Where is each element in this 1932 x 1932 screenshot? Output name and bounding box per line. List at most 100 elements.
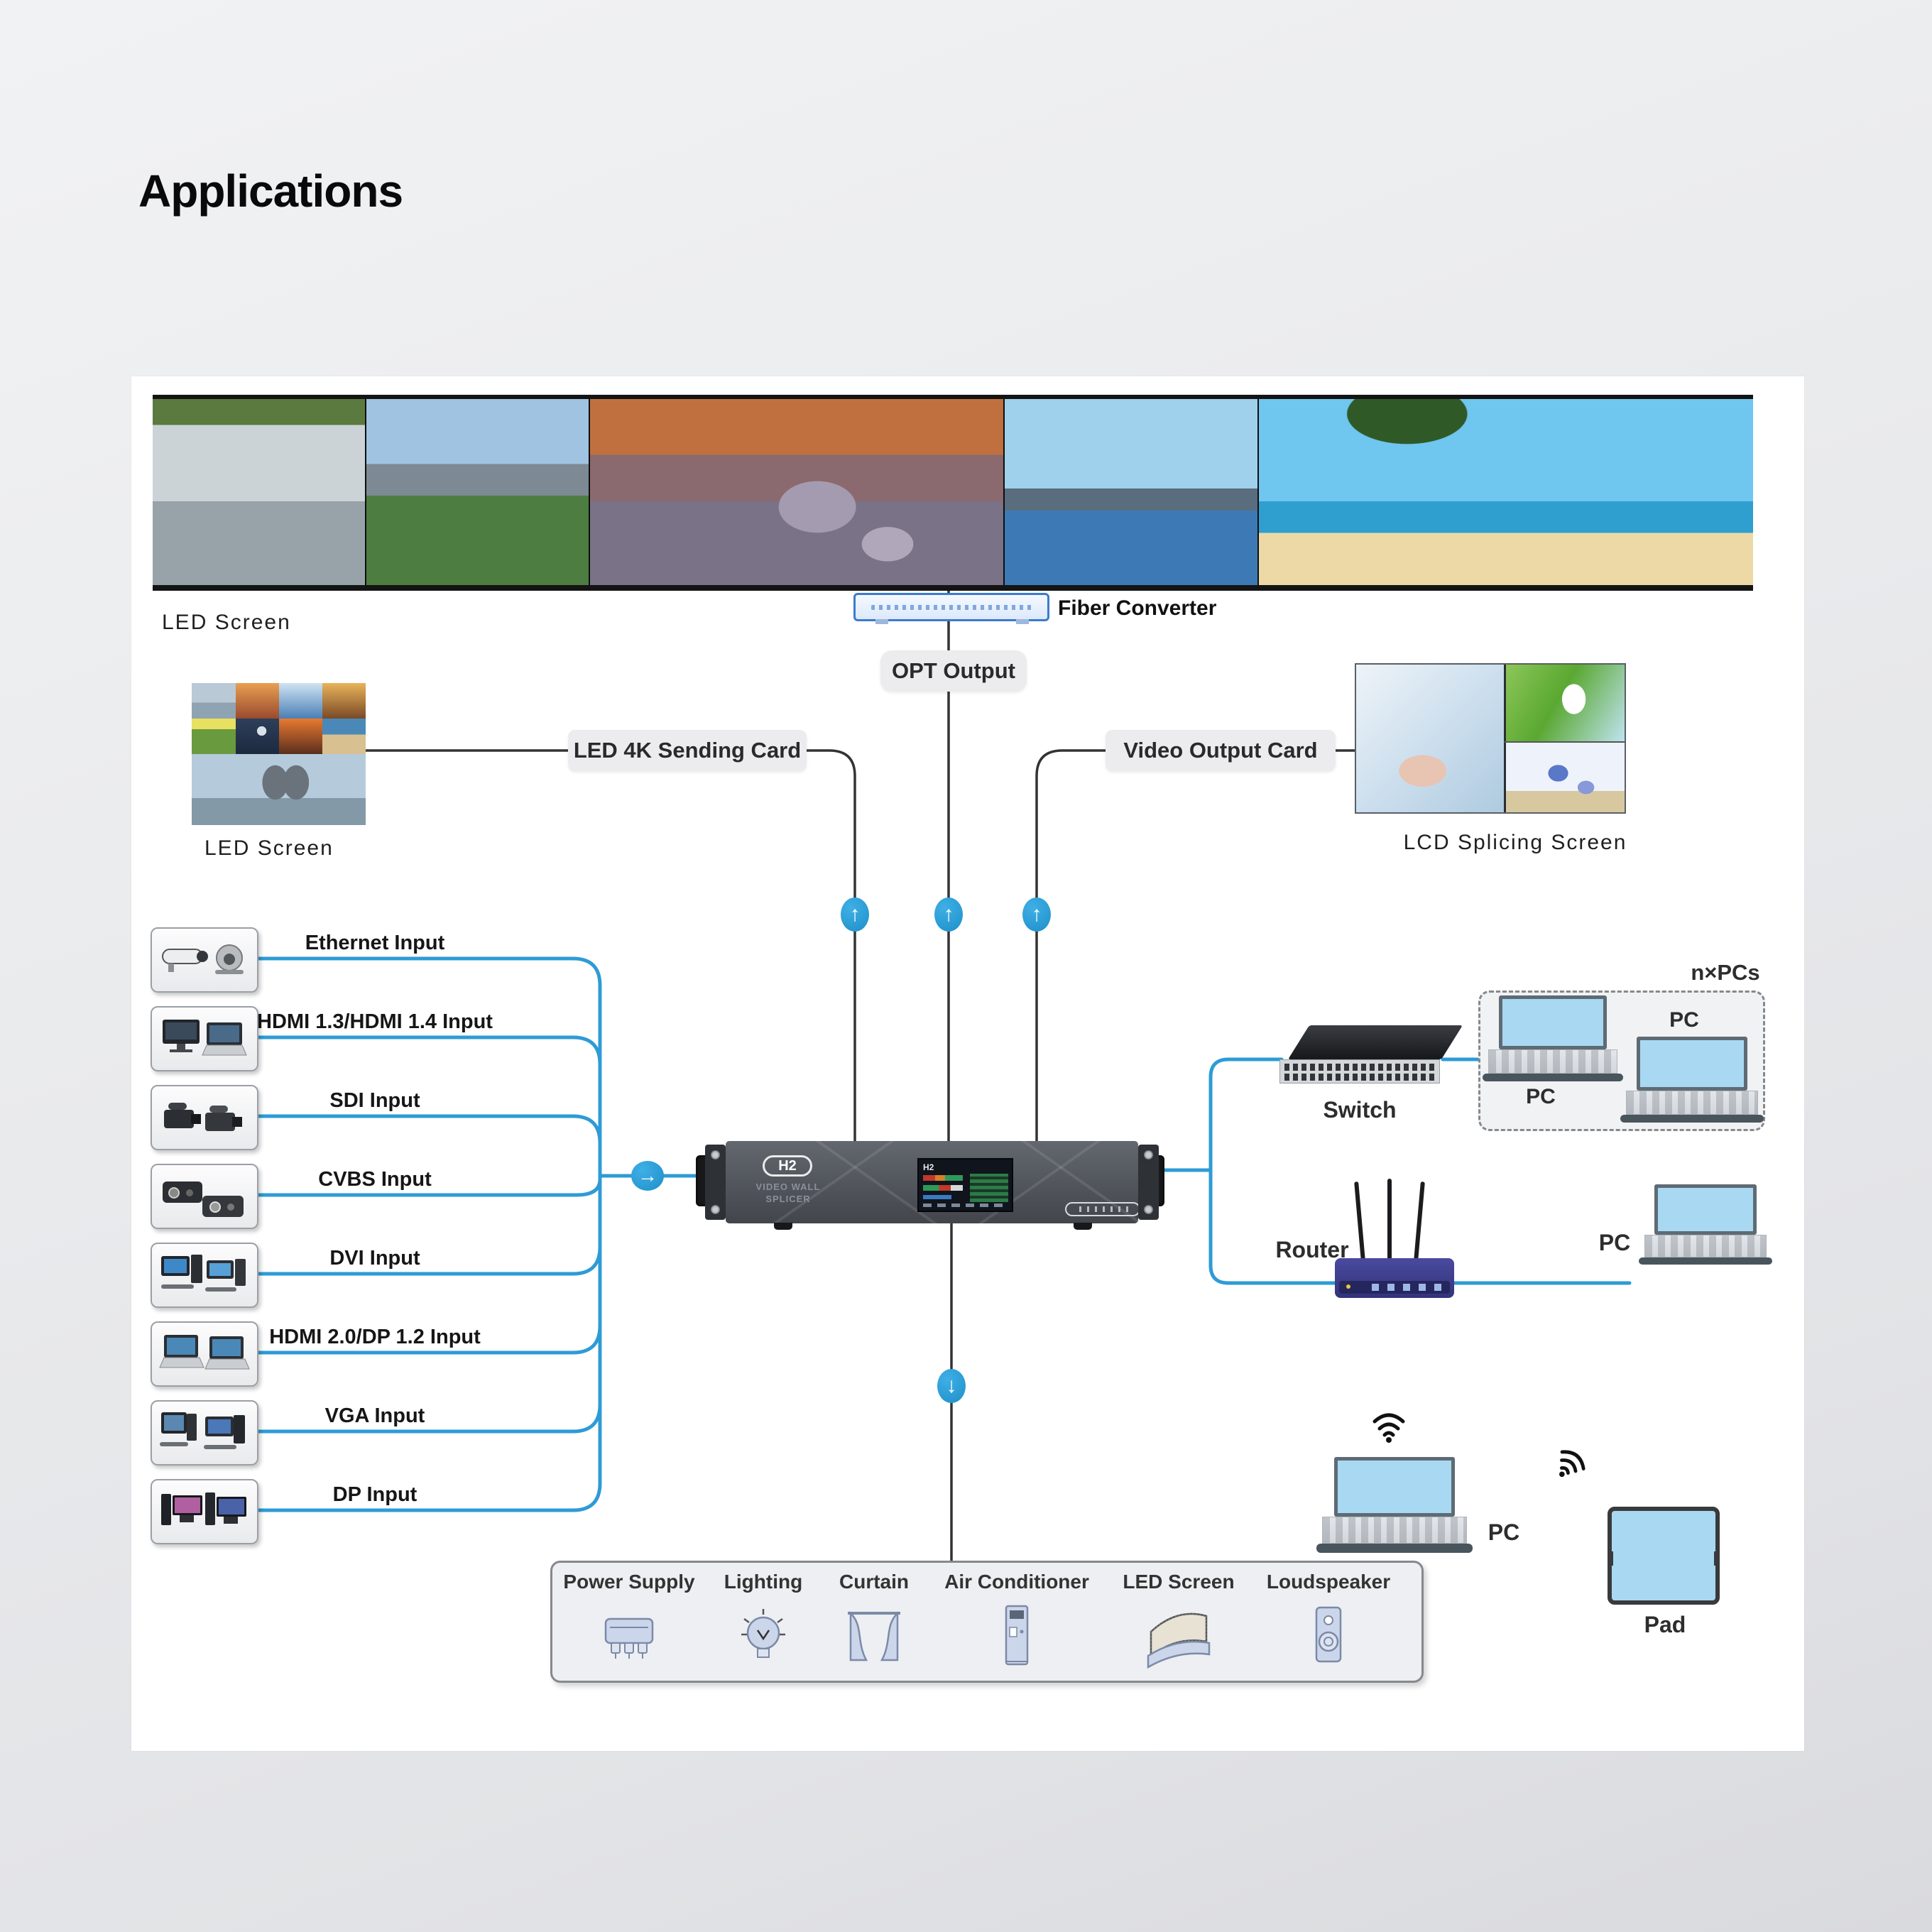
line-to-switch — [1208, 1057, 1284, 1172]
camcorders-icon — [164, 1103, 242, 1131]
automation-label-curtain: Curtain — [839, 1571, 909, 1593]
device-etched-line1: VIDEO WALL — [755, 1181, 821, 1192]
device-left-ear — [705, 1145, 726, 1220]
fiber-ports-row — [871, 605, 1032, 610]
device-etched-line2: SPLICER — [765, 1194, 811, 1204]
device-foot — [774, 1223, 792, 1230]
wifi-icon — [1559, 1450, 1586, 1478]
led-screen-left-collage — [192, 683, 366, 825]
curtain-icon — [848, 1610, 900, 1661]
security-cameras-icon — [162, 944, 244, 974]
h2-splicer-device: H2 VIDEO WALL SPLICER H2 — [696, 1141, 1164, 1230]
photo-sea-boat — [153, 399, 366, 585]
led-screen-left-caption: LED Screen — [204, 836, 334, 860]
opt-output-label: OPT Output — [880, 650, 1027, 692]
wifi-icon — [1372, 1413, 1405, 1443]
screen-ui-table — [970, 1174, 1008, 1202]
monitor-laptop-icon — [163, 1020, 247, 1056]
input-label-dp: DP Input — [332, 1483, 417, 1506]
switch-label: Switch — [1323, 1097, 1397, 1123]
fiber-foot — [1016, 619, 1029, 624]
photo-sunrise — [279, 719, 322, 754]
pc-label: PC — [1669, 1008, 1699, 1032]
device-screen-logo: H2 — [923, 1162, 934, 1172]
photo-flower-field — [192, 719, 236, 754]
photo-blue-blocks — [1503, 741, 1625, 812]
source-box-sdi — [151, 1085, 258, 1150]
pc-laptop — [1620, 1037, 1764, 1123]
fiber-converter-label: Fiber Converter — [1058, 596, 1217, 620]
photo-tower-bridge — [192, 754, 366, 825]
pad-label: Pad — [1644, 1612, 1686, 1637]
automation-label-power-supply: Power Supply — [563, 1571, 695, 1593]
line-hdmi20 — [253, 1174, 602, 1355]
converter-boxes-icon — [163, 1181, 244, 1217]
photo-iceberg — [279, 683, 322, 719]
input-label-vga: VGA Input — [324, 1404, 425, 1427]
led-4k-sending-card-label: LED 4K Sending Card — [568, 730, 807, 771]
lcd-seam — [1503, 665, 1506, 812]
automation-group-box — [550, 1561, 1424, 1683]
photo-sea-mountain — [1004, 399, 1260, 585]
router-label: Router — [1275, 1237, 1349, 1262]
monitors-towers-icon — [161, 1492, 246, 1525]
fiber-foot — [875, 619, 888, 624]
loudspeaker-icon — [1315, 1606, 1342, 1663]
led-screen-top-photo-strip — [153, 395, 1753, 591]
input-label-cvbs: CVBS Input — [318, 1168, 432, 1191]
line-output-card — [1035, 749, 1355, 1141]
pad-tablet — [1608, 1507, 1720, 1605]
automation-label-led-screen: LED Screen — [1123, 1571, 1235, 1593]
input-label-ethernet: Ethernet Input — [305, 932, 445, 954]
fiber-converter-device — [853, 593, 1049, 624]
lighting-bulb-icon — [741, 1609, 785, 1658]
photo-castle-landscape — [366, 399, 590, 585]
pc-laptop-wifi — [1316, 1457, 1473, 1554]
line-dvi — [253, 1174, 602, 1276]
input-label-hdmi13: HDMI 1.3/HDMI 1.4 Input — [257, 1010, 493, 1033]
switch-port-face — [1279, 1059, 1440, 1084]
automation-label-lighting: Lighting — [724, 1571, 803, 1593]
switch-top-face — [1288, 1025, 1463, 1059]
arrow-up-icon: ↑ — [1022, 897, 1051, 932]
line-vga — [253, 1174, 602, 1434]
arrow-up-icon: ↑ — [841, 897, 869, 932]
source-box-hdmi20 — [151, 1321, 258, 1387]
arrow-right-icon: → — [631, 1161, 664, 1191]
pc-label: PC — [1488, 1519, 1520, 1545]
page-title: Applications — [138, 165, 403, 217]
line-cvbs — [253, 1174, 602, 1197]
video-output-card-label: Video Output Card — [1106, 730, 1336, 771]
line-hdmi13 — [253, 1035, 602, 1178]
source-box-cvbs — [151, 1164, 258, 1229]
line-to-router — [1208, 1168, 1632, 1285]
screen-ui-bar — [923, 1175, 963, 1181]
photo-laptop-hands — [1356, 665, 1504, 812]
photo-lighthouse — [192, 683, 236, 719]
led-screen-top-caption: LED Screen — [162, 611, 291, 634]
automation-label-loudspeaker: Loudspeaker — [1266, 1571, 1391, 1593]
photo-sunset — [236, 683, 279, 719]
photo-rabbit — [1503, 665, 1625, 742]
photo-palm-beach — [1259, 399, 1753, 585]
device-h2-badge: H2 — [763, 1155, 812, 1177]
air-conditioner-icon — [1005, 1605, 1029, 1666]
arrow-down-icon: ↓ — [937, 1369, 966, 1403]
line-sending-card — [366, 749, 856, 1141]
input-label-dvi: DVI Input — [329, 1247, 420, 1270]
pc-laptop — [1483, 995, 1623, 1082]
curved-led-screen-icon — [1147, 1612, 1211, 1669]
input-label-sdi: SDI Input — [329, 1089, 420, 1112]
device-foot — [1074, 1223, 1092, 1230]
pc-label: PC — [1598, 1230, 1631, 1255]
pc-label: PC — [1526, 1085, 1556, 1108]
photo-night-moon — [236, 719, 279, 754]
screen-ui-bar — [923, 1195, 951, 1199]
source-box-ethernet — [151, 927, 258, 993]
lcd-splicing-caption: LCD Splicing Screen — [1403, 831, 1627, 854]
pc-laptop — [1639, 1184, 1772, 1265]
network-switch — [1278, 1025, 1463, 1085]
lcd-splicing-screen — [1355, 663, 1626, 814]
